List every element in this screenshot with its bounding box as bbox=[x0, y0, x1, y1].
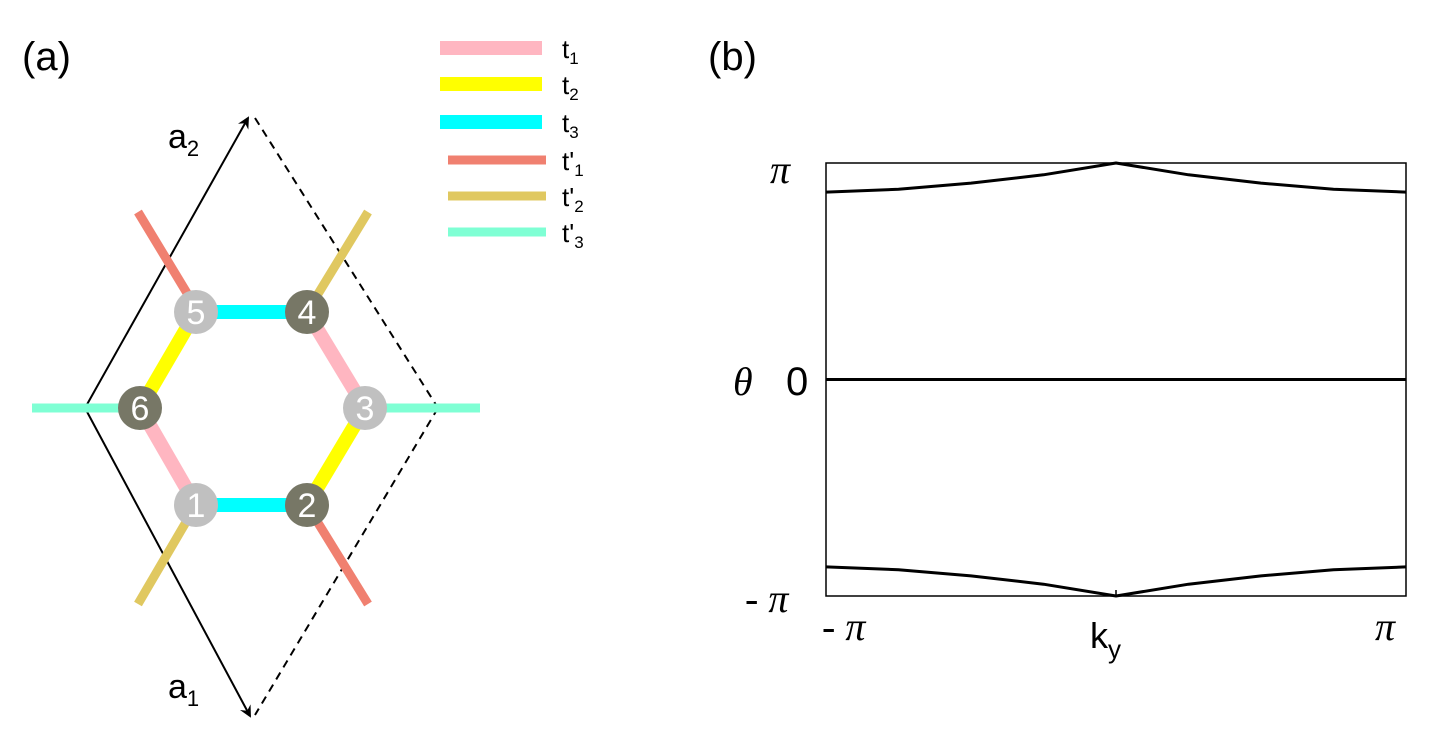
svg-text:t'1: t'1 bbox=[562, 146, 584, 180]
y-axis-label: θ bbox=[733, 359, 753, 404]
site-6: 6 bbox=[118, 386, 162, 430]
legend-item-t3: t3 bbox=[440, 108, 579, 142]
plot-series bbox=[825, 161, 1407, 598]
svg-text:t1: t1 bbox=[562, 34, 579, 68]
svg-text:1: 1 bbox=[187, 487, 206, 525]
panel-a-label: (a) bbox=[22, 35, 71, 79]
y-tick-zero: 0 bbox=[786, 360, 808, 404]
cell-edge-dashed-top bbox=[254, 117, 439, 409]
svg-text:4: 4 bbox=[298, 294, 317, 332]
svg-text:t'2: t'2 bbox=[562, 182, 584, 216]
y-tick-minus-pi: - π bbox=[745, 576, 789, 621]
site-2: 2 bbox=[285, 483, 329, 527]
series-line-3 bbox=[825, 565, 1407, 598]
svg-text:6: 6 bbox=[131, 390, 150, 428]
site-5: 5 bbox=[174, 290, 218, 334]
panel-a: (a) 1 bbox=[22, 34, 584, 718]
series-line-1 bbox=[825, 161, 1407, 194]
legend-item-tp1: t'1 bbox=[448, 146, 584, 180]
external-bonds bbox=[32, 209, 480, 607]
site-3: 3 bbox=[343, 386, 387, 430]
x-tick-pi: π bbox=[1375, 604, 1396, 649]
legend-item-t1: t1 bbox=[440, 34, 579, 68]
bond-tp1-site5 bbox=[134, 209, 200, 311]
a1-label: a1 bbox=[168, 668, 199, 711]
legend-item-tp3: t'3 bbox=[448, 218, 584, 252]
x-axis-label: ky bbox=[1090, 615, 1121, 664]
panel-b: (b) π 0 - π θ - π π ky bbox=[708, 35, 1407, 664]
sites: 1 2 3 4 5 6 bbox=[118, 290, 387, 527]
hexagon-bonds bbox=[133, 305, 372, 512]
panel-b-label: (b) bbox=[708, 35, 757, 79]
a2-label: a2 bbox=[168, 118, 199, 161]
svg-text:2: 2 bbox=[298, 487, 317, 525]
legend-item-tp2: t'2 bbox=[448, 182, 584, 216]
legend: t1 t2 t3 t'1 t'2 t'3 bbox=[440, 34, 584, 252]
site-1: 1 bbox=[174, 483, 218, 527]
x-tick-minus-pi: - π bbox=[822, 604, 866, 649]
legend-item-t2: t2 bbox=[440, 70, 579, 104]
svg-text:t3: t3 bbox=[562, 108, 579, 142]
y-tick-pi: π bbox=[770, 147, 791, 192]
svg-text:t2: t2 bbox=[562, 70, 579, 104]
site-4: 4 bbox=[285, 290, 329, 334]
svg-text:3: 3 bbox=[356, 390, 375, 428]
cell-edge-dashed-bottom bbox=[254, 407, 439, 716]
svg-text:t'3: t'3 bbox=[562, 218, 584, 252]
svg-text:5: 5 bbox=[187, 294, 206, 332]
